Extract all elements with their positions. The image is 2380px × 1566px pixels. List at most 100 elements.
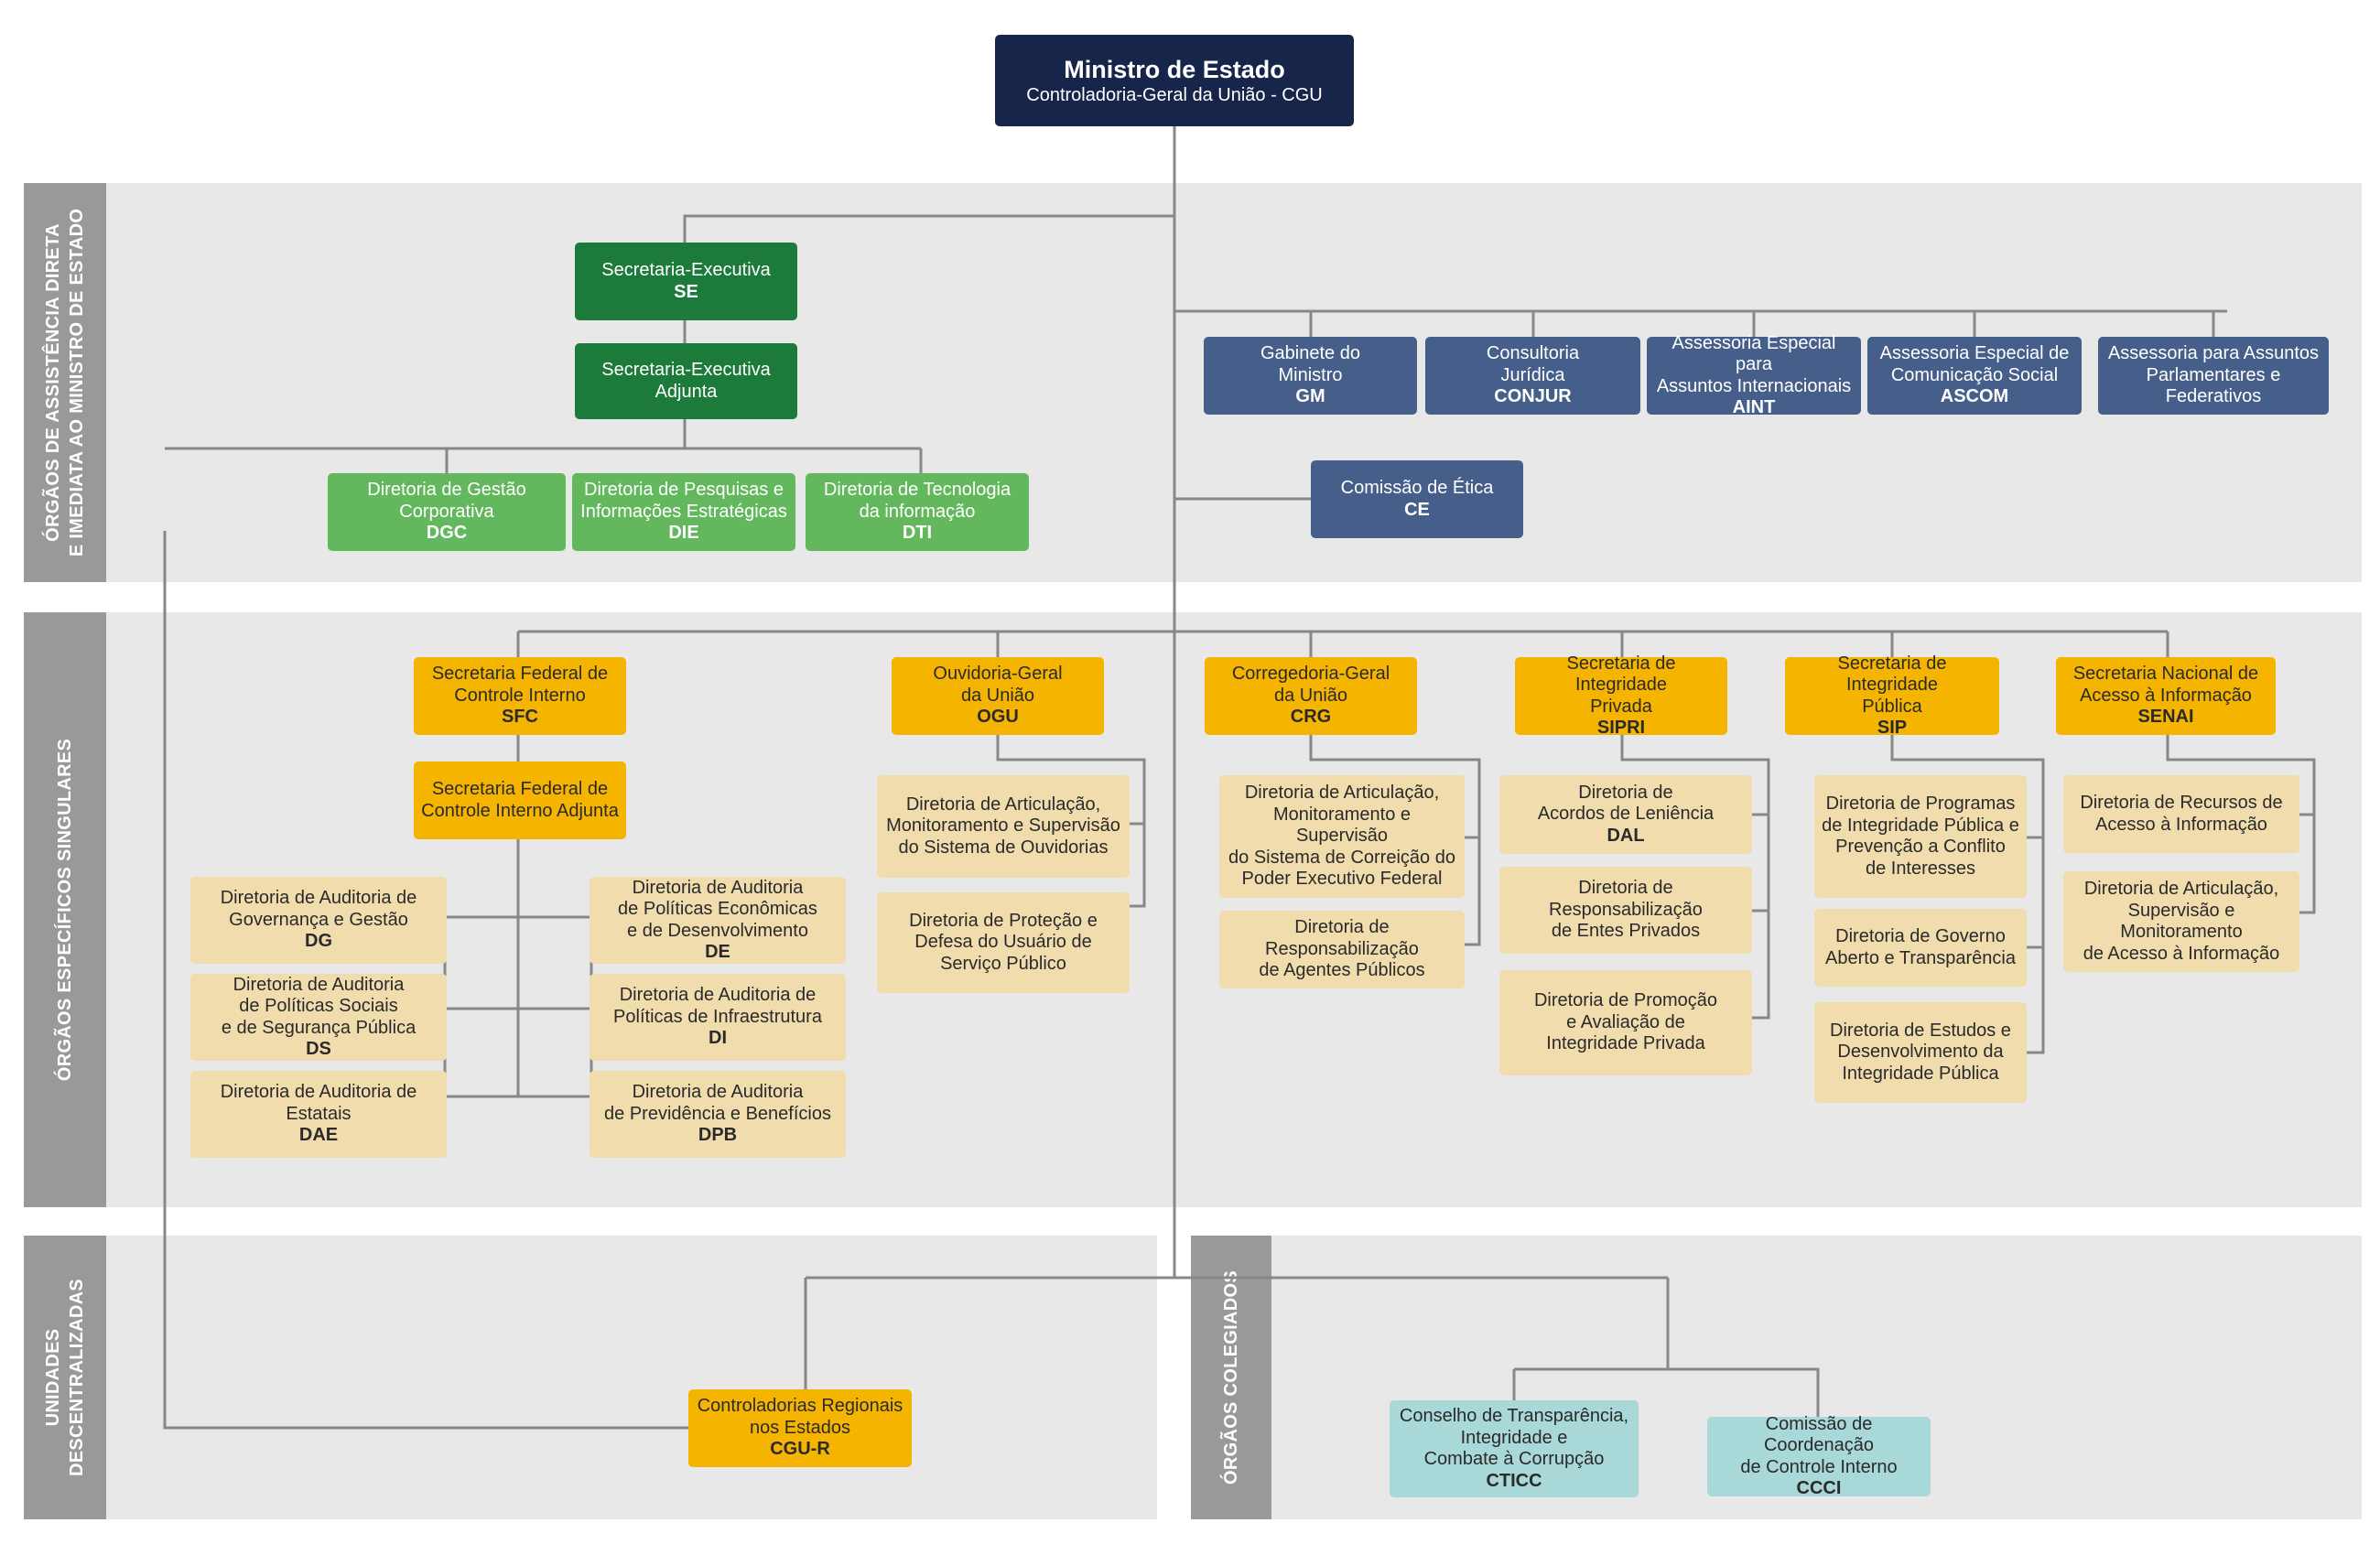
unit-aint[interactable]: Assessoria Especial para Assuntos Intern… <box>1647 333 1861 417</box>
unit-ds[interactable]: Diretoria de Auditoria de Políticas Soci… <box>190 974 447 1061</box>
unit-senai2[interactable]: Diretoria de Articulação, Supervisão e M… <box>2063 871 2299 972</box>
unit-name: Secretaria-Executiva <box>601 260 771 280</box>
unit-cticc[interactable]: Conselho de Transparência, Integridade e… <box>1390 1400 1639 1497</box>
unit-die[interactable]: Diretoria de Pesquisas e Informações Est… <box>572 473 795 551</box>
unit-sipri3[interactable]: Diretoria de Promoção e Avaliação de Int… <box>1499 970 1752 1075</box>
unit-name: Diretoria de Auditoria de Políticas de I… <box>613 985 822 1027</box>
unit-acronym: CGU-R <box>770 1439 830 1460</box>
unit-name: Secretaria de Integridade Privada <box>1566 653 1676 717</box>
unit-de[interactable]: Diretoria de Auditoria de Políticas Econ… <box>590 877 846 964</box>
unit-name: Diretoria de Promoção e Avaliação de Int… <box>1533 990 1718 1054</box>
unit-acronym: DTI <box>902 523 933 544</box>
unit-di[interactable]: Diretoria de Auditoria de Políticas de I… <box>590 974 846 1061</box>
left-branch <box>163 531 688 1430</box>
unit-name: Diretoria de Auditoria de Estatais <box>220 1082 417 1124</box>
unit-name: Secretaria Federal de Controle Interno <box>431 664 609 706</box>
unit-name: Gabinete do Ministro <box>1260 343 1360 385</box>
unit-name: Diretoria de Programas de Integridade Pú… <box>1822 794 2019 879</box>
unit-ogu1[interactable]: Diretoria de Articulação, Monitoramento … <box>877 775 1130 878</box>
unit-name: Diretoria de Gestão Corporativa <box>367 480 526 522</box>
section-tab-direct-assistance <box>24 183 106 582</box>
sipri-bracket <box>1620 735 1770 1020</box>
unit-ascom[interactable]: Assessoria Especial de Comunicação Socia… <box>1867 337 2082 415</box>
unit-acronym: SENAI <box>2137 707 2194 728</box>
unit-acronym: DPB <box>698 1125 738 1146</box>
unit-crg1[interactable]: Diretoria de Articulação, Monitoramento … <box>1219 775 1465 898</box>
unit-name: Diretoria de Estudos e Desenvolvimento d… <box>1830 1020 2011 1084</box>
minister-box[interactable]: Ministro de Estado Controladoria-Geral d… <box>995 35 1354 126</box>
unit-name: Diretoria de Articulação, Monitoramento … <box>1228 783 1455 890</box>
unit-acronym: CTICC <box>1486 1470 1542 1491</box>
unit-sipri2[interactable]: Diretoria de Responsabilização de Entes … <box>1499 867 1752 954</box>
unit-sip3[interactable]: Diretoria de Estudos e Desenvolvimento d… <box>1814 1002 2027 1103</box>
unit-name: Diretoria de Pesquisas e Informações Est… <box>580 480 787 522</box>
unit-name: Secretaria de Integridade Pública <box>1837 653 1947 717</box>
collegiate-right <box>1666 1278 1820 1417</box>
unit-name: Controladorias Regionais nos Estados <box>697 1396 903 1438</box>
link-se <box>683 214 1174 243</box>
unit-ccci[interactable]: Comissão de Coordenação de Controle Inte… <box>1707 1413 1931 1498</box>
unit-senai1[interactable]: Diretoria de Recursos de Acesso à Inform… <box>2063 775 2299 853</box>
unit-dpb[interactable]: Diretoria de Auditoria de Previdência e … <box>590 1071 846 1158</box>
unit-name: Diretoria de Acordos de Leniência <box>1537 782 1715 825</box>
unit-name: Diretoria de Responsabilização de Agente… <box>1259 917 1425 981</box>
unit-acronym: DAE <box>298 1125 339 1146</box>
unit-acronym: CRG <box>1290 707 1332 728</box>
senai-bracket <box>2166 735 2316 914</box>
unit-ogu2[interactable]: Diretoria de Proteção e Defesa do Usuári… <box>877 892 1130 993</box>
unit-sip2[interactable]: Diretoria de Governo Aberto e Transparên… <box>1814 909 2027 987</box>
unit-name: Comissão de Coordenação de Controle Inte… <box>1740 1413 1898 1477</box>
unit-acronym: DAL <box>1606 825 1645 846</box>
unit-senai[interactable]: Secretaria Nacional de Acesso à Informaç… <box>2056 657 2276 735</box>
unit-sea[interactable]: Secretaria-Executiva Adjunta <box>575 343 797 419</box>
unit-name: Diretoria de Articulação, Monitoramento … <box>886 794 1120 858</box>
unit-acronym: DI <box>709 1028 727 1049</box>
unit-name: Assessoria Especial para Assuntos Intern… <box>1656 332 1852 396</box>
unit-sfca[interactable]: Secretaria Federal de Controle Interno A… <box>414 761 626 839</box>
unit-acronym: CONJUR <box>1494 386 1572 407</box>
unit-name: Consultoria Jurídica <box>1486 343 1580 385</box>
unit-name: Assessoria Especial de Comunicação Socia… <box>1879 343 2070 385</box>
crg-bracket <box>1309 735 1481 946</box>
minister-subtitle: Controladoria-Geral da União - CGU <box>1026 85 1323 105</box>
unit-acronym: SIP <box>1877 718 1908 738</box>
section-tab-specific-organs <box>24 612 106 1207</box>
unit-name: Diretoria de Responsabilização de Entes … <box>1549 878 1703 942</box>
unit-acronym: GM <box>1295 386 1325 407</box>
unit-name: Diretoria de Auditoria de Políticas Soci… <box>221 974 416 1038</box>
unit-dg[interactable]: Diretoria de Auditoria de Governança e G… <box>190 877 447 964</box>
unit-name: Diretoria de Auditoria de Políticas Econ… <box>618 877 817 941</box>
unit-acronym: CCCI <box>1796 1478 1842 1498</box>
unit-acronym: SFC <box>502 707 538 728</box>
unit-apar[interactable]: Assessoria para Assuntos Parlamentares e… <box>2098 337 2329 415</box>
unit-sip1[interactable]: Diretoria de Programas de Integridade Pú… <box>1814 775 2027 898</box>
unit-name: Diretoria de Auditoria de Governança e G… <box>220 888 417 930</box>
section-band-decentralized-units <box>24 1236 1157 1519</box>
unit-acronym: DGC <box>426 523 468 544</box>
unit-crg2[interactable]: Diretoria de Responsabilização de Agente… <box>1219 911 1465 988</box>
unit-acronym: SIPRI <box>1596 718 1646 738</box>
unit-name: Secretaria Nacional de Acesso à Informaç… <box>2072 664 2259 706</box>
unit-name: Diretoria de Recursos de Acesso à Inform… <box>2080 793 2283 835</box>
unit-name: Diretoria de Articulação, Supervisão e M… <box>2082 879 2280 964</box>
unit-name: Comissão de Ética <box>1340 478 1494 498</box>
unit-acronym: OGU <box>977 707 1019 728</box>
unit-name: Diretoria de Governo Aberto e Transparên… <box>1825 926 2016 968</box>
unit-name: Diretoria de Proteção e Defesa do Usuári… <box>909 910 1098 974</box>
section-tab-collegiate-organs <box>1191 1236 1271 1519</box>
